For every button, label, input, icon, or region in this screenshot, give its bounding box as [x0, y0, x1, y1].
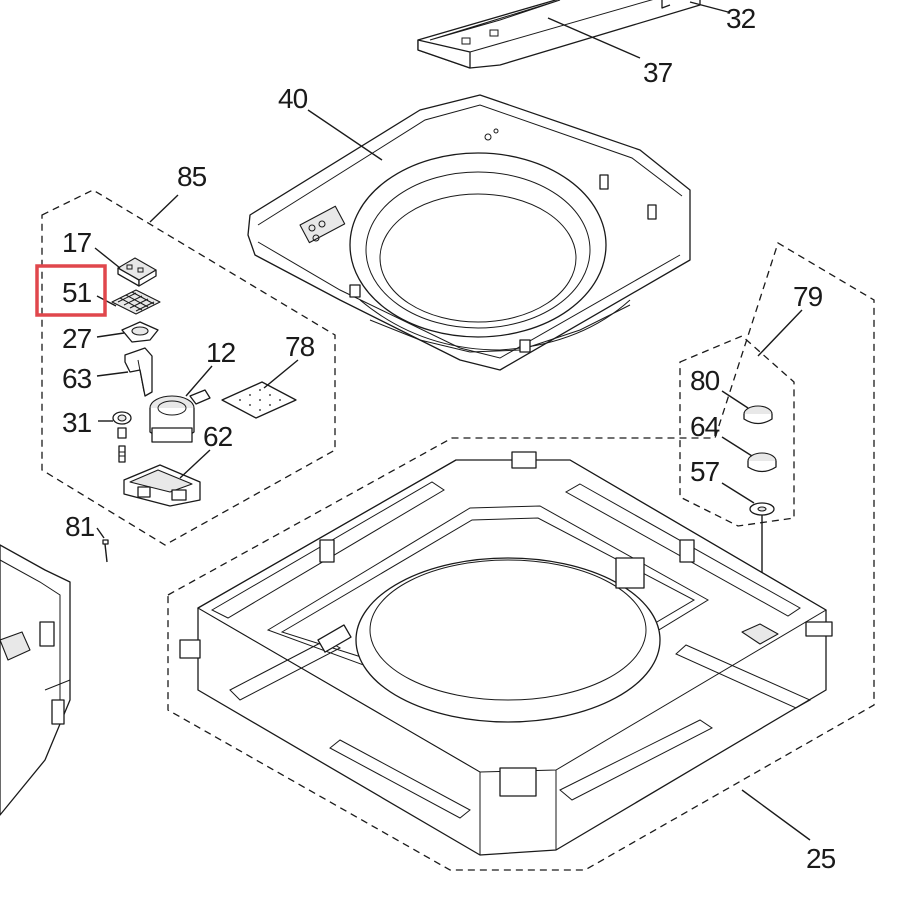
label-17: 17 — [62, 227, 92, 258]
part-37-bracket — [417, 0, 729, 69]
label-37: 37 — [643, 57, 673, 88]
label-32: 32 — [726, 3, 756, 34]
part-78-pad — [221, 359, 299, 419]
part-51-filter — [96, 289, 161, 315]
label-81: 81 — [65, 511, 95, 542]
part-27-cover — [96, 321, 159, 343]
part-25-base-frame — [179, 451, 833, 856]
part-31-plug — [98, 411, 132, 463]
part-62-float-switch — [123, 449, 211, 507]
group-85-boundary — [41, 189, 336, 546]
label-57: 57 — [690, 456, 720, 487]
label-27: 27 — [62, 323, 92, 354]
side-box-cutoff — [0, 544, 71, 816]
part-40-panel-frame — [247, 94, 691, 371]
part-64-disc — [721, 436, 777, 473]
label-62: 62 — [203, 421, 233, 452]
label-79: 79 — [793, 281, 823, 312]
part-17-cap — [94, 247, 157, 287]
part-12-drain-pump — [149, 365, 213, 443]
part-63-bracket — [96, 347, 153, 397]
label-64: 64 — [690, 411, 720, 442]
label-51: 51 — [62, 277, 92, 308]
label-85: 85 — [177, 161, 207, 192]
part-81-screw — [96, 527, 109, 563]
label-12: 12 — [206, 337, 236, 368]
label-63: 63 — [62, 363, 92, 394]
label-25: 25 — [806, 843, 836, 874]
highlight-box-51 — [35, 264, 107, 317]
label-31: 31 — [62, 407, 92, 438]
part-80-disc — [721, 390, 773, 425]
label-40: 40 — [278, 83, 308, 114]
group-25-boundary — [167, 242, 875, 871]
label-80: 80 — [690, 365, 720, 396]
label-78: 78 — [285, 331, 315, 362]
group-79-boundary — [679, 309, 803, 527]
